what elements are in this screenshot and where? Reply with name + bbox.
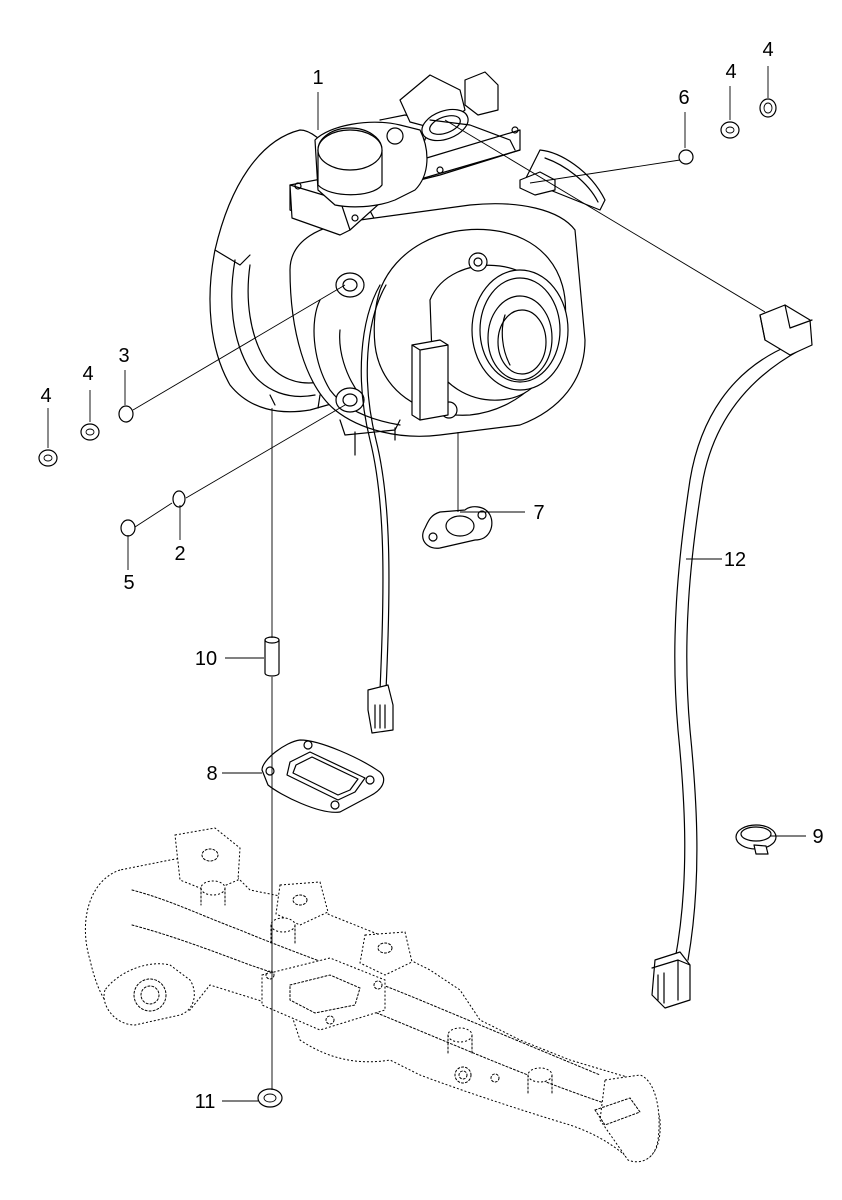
callout-4-top: 4: [725, 61, 736, 83]
washer-4-top: [720, 121, 740, 139]
washer-4-left: [80, 423, 100, 441]
exhaust-manifold: [84, 827, 661, 1163]
callout-3: 3: [118, 345, 129, 367]
callout-9: 9: [812, 826, 823, 848]
gasket-8: [261, 739, 385, 813]
nut-11: [257, 1088, 283, 1108]
callout-4-top-right: 4: [762, 39, 773, 61]
callout-5: 5: [123, 572, 134, 594]
callout-6: 6: [678, 87, 689, 109]
callout-11: 11: [195, 1091, 216, 1113]
turbocharger: [209, 71, 606, 456]
callout-8: 8: [206, 763, 217, 785]
turbo-sensor-wire: [360, 284, 394, 734]
o-ring-2: [172, 490, 186, 508]
callout-4-far-left: 4: [40, 385, 51, 407]
callout-2: 2: [174, 543, 185, 565]
leader-lines: [47, 66, 806, 1102]
callout-labels: 1 2 3 4 4 4 4 5 6 7 8 9 10 11 12: [40, 39, 823, 1113]
o-ring-6: [678, 149, 694, 165]
callout-7: 7: [533, 502, 544, 524]
callout-1: 1: [312, 67, 323, 89]
callout-10: 10: [195, 648, 217, 670]
o-ring-5: [120, 519, 136, 537]
callout-12: 12: [724, 549, 746, 571]
washer-4-top-right: [759, 98, 777, 118]
gasket-7: [422, 506, 493, 549]
callout-4-left: 4: [82, 363, 93, 385]
washer-4-far-left: [38, 449, 58, 467]
stud-10: [264, 636, 280, 677]
o-ring-3: [118, 405, 134, 423]
cable-harness: [651, 304, 813, 1009]
clamp-9: [735, 824, 777, 855]
